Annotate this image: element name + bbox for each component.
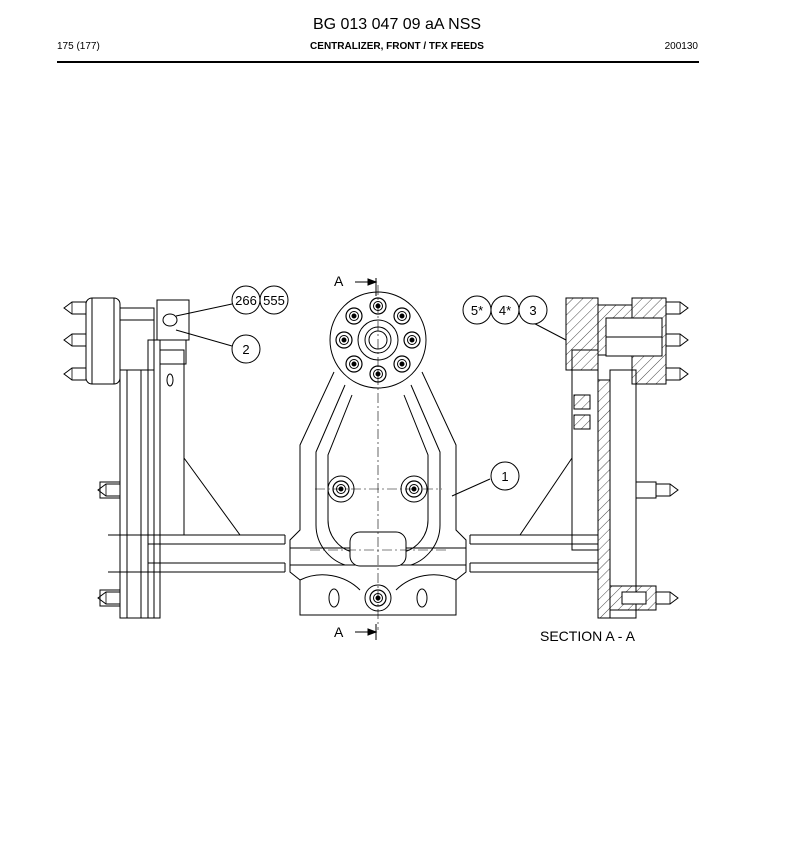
svg-text:4*: 4* bbox=[499, 303, 511, 318]
callout-555: 555 bbox=[259, 285, 289, 315]
page-number: 175 (177) bbox=[57, 41, 100, 52]
svg-text:5*: 5* bbox=[471, 303, 483, 318]
callout-266: 266 bbox=[231, 285, 261, 315]
front-view-center bbox=[289, 278, 467, 640]
section-view-right bbox=[469, 297, 689, 619]
date-code: 200130 bbox=[664, 41, 698, 52]
callout-5-star: 5* bbox=[462, 295, 492, 325]
header-rule bbox=[57, 61, 699, 63]
svg-text:1: 1 bbox=[501, 469, 508, 484]
callout-4-star: 4* bbox=[490, 295, 520, 325]
svg-text:3: 3 bbox=[529, 303, 536, 318]
side-view-left bbox=[63, 297, 286, 619]
section-marker-top: A bbox=[334, 273, 344, 289]
svg-text:2: 2 bbox=[242, 342, 249, 357]
section-caption: SECTION A - A bbox=[540, 628, 636, 644]
page-title: CENTRALIZER, FRONT / TFX FEEDS bbox=[310, 41, 484, 52]
svg-text:555: 555 bbox=[263, 293, 285, 308]
callout-1: 1 bbox=[490, 461, 520, 491]
callout-2: 2 bbox=[231, 334, 261, 364]
document-number: BG 013 047 09 aA NSS bbox=[312, 16, 482, 33]
section-marker-bottom: A bbox=[334, 624, 344, 640]
callout-3: 3 bbox=[518, 295, 548, 325]
svg-text:266: 266 bbox=[235, 293, 257, 308]
